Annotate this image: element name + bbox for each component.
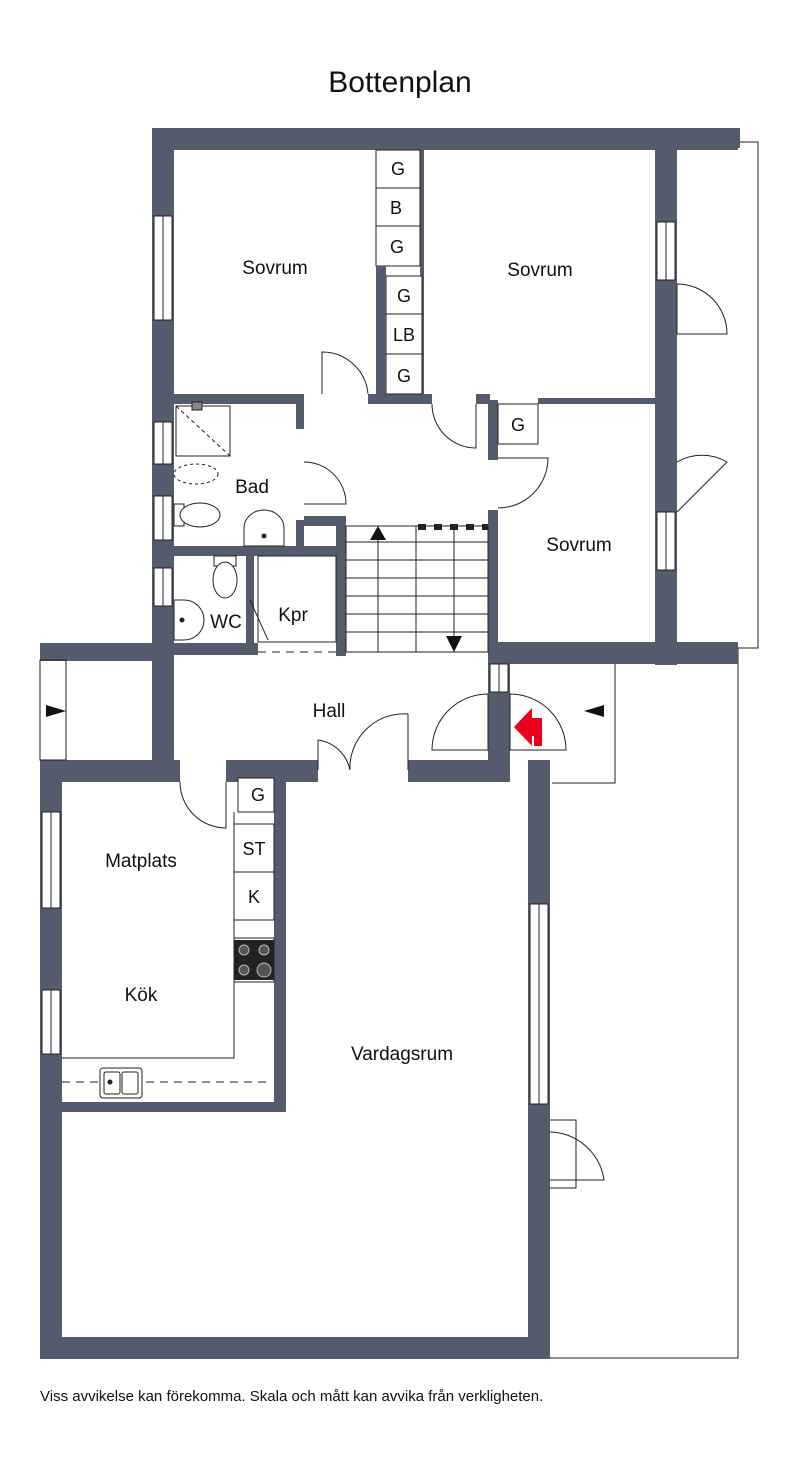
room-labels: Sovrum Sovrum Sovrum Bad WC Kpr Hall Mat… — [105, 258, 612, 1065]
cabinet-label: B — [390, 198, 402, 218]
room-label-kok: Kök — [125, 985, 158, 1006]
cabinet-label: G — [391, 159, 405, 179]
balcony-outline — [675, 141, 759, 649]
door — [431, 403, 477, 449]
cabinet-label: LB — [393, 325, 415, 345]
terrace-outline — [548, 648, 739, 1359]
entrance-door — [431, 693, 489, 751]
disclaimer-text: Viss avvikelse kan förekomma. Skala och … — [40, 1388, 544, 1405]
stove-icon — [234, 940, 274, 980]
door — [497, 457, 549, 509]
door — [676, 283, 728, 335]
washbasin-icon — [173, 599, 205, 641]
cabinet-label: G — [397, 286, 411, 306]
exit-sign-icon — [514, 708, 542, 746]
cabinet-label: ST — [242, 839, 265, 859]
sink-icon — [99, 1067, 143, 1099]
room-label-sovrum-3: Sovrum — [546, 535, 611, 556]
shower-icon — [175, 401, 231, 457]
door — [179, 781, 227, 829]
entrance-door — [509, 693, 567, 751]
cabinet-label: K — [248, 887, 260, 907]
door — [321, 351, 369, 395]
toilet-icon — [173, 502, 221, 528]
room-label-hall: Hall — [313, 701, 346, 722]
cabinet-label: G — [390, 237, 404, 257]
staircase — [345, 525, 489, 653]
cabinet-label: G — [511, 415, 525, 435]
room-label-matplats: Matplats — [105, 851, 177, 872]
room-label-vardagsrum: Vardagsrum — [351, 1044, 453, 1065]
cabinet-label: G — [251, 785, 265, 805]
stair-down-arrow-icon — [446, 636, 462, 652]
cabinet-label: G — [397, 366, 411, 386]
stair-up-arrow-icon — [370, 526, 386, 540]
wc-door-leaf — [249, 599, 269, 641]
door — [349, 713, 409, 771]
toilet-icon — [212, 555, 238, 599]
entrance-arrow-icon — [46, 705, 66, 717]
room-label-wc: WC — [210, 612, 242, 633]
room-label-sovrum-1: Sovrum — [242, 258, 307, 279]
washbasin-icon — [243, 509, 285, 547]
door — [549, 1131, 605, 1181]
stair-checker — [418, 524, 488, 530]
entrance-porch-outline — [552, 661, 616, 784]
door — [317, 739, 351, 771]
cabinet-labels: G B G G LB G G G ST K — [242, 159, 525, 907]
door — [550, 1119, 577, 1189]
room-label-bad: Bad — [235, 477, 269, 498]
entrance-arrow-icon — [584, 705, 604, 717]
room-label-kpr: Kpr — [278, 605, 308, 626]
plan-title: Bottenplan — [328, 66, 472, 99]
door — [303, 461, 347, 505]
bathtub-icon — [173, 463, 219, 485]
doors — [179, 283, 728, 1189]
room-label-sovrum-2: Sovrum — [507, 260, 572, 281]
door — [676, 454, 728, 513]
